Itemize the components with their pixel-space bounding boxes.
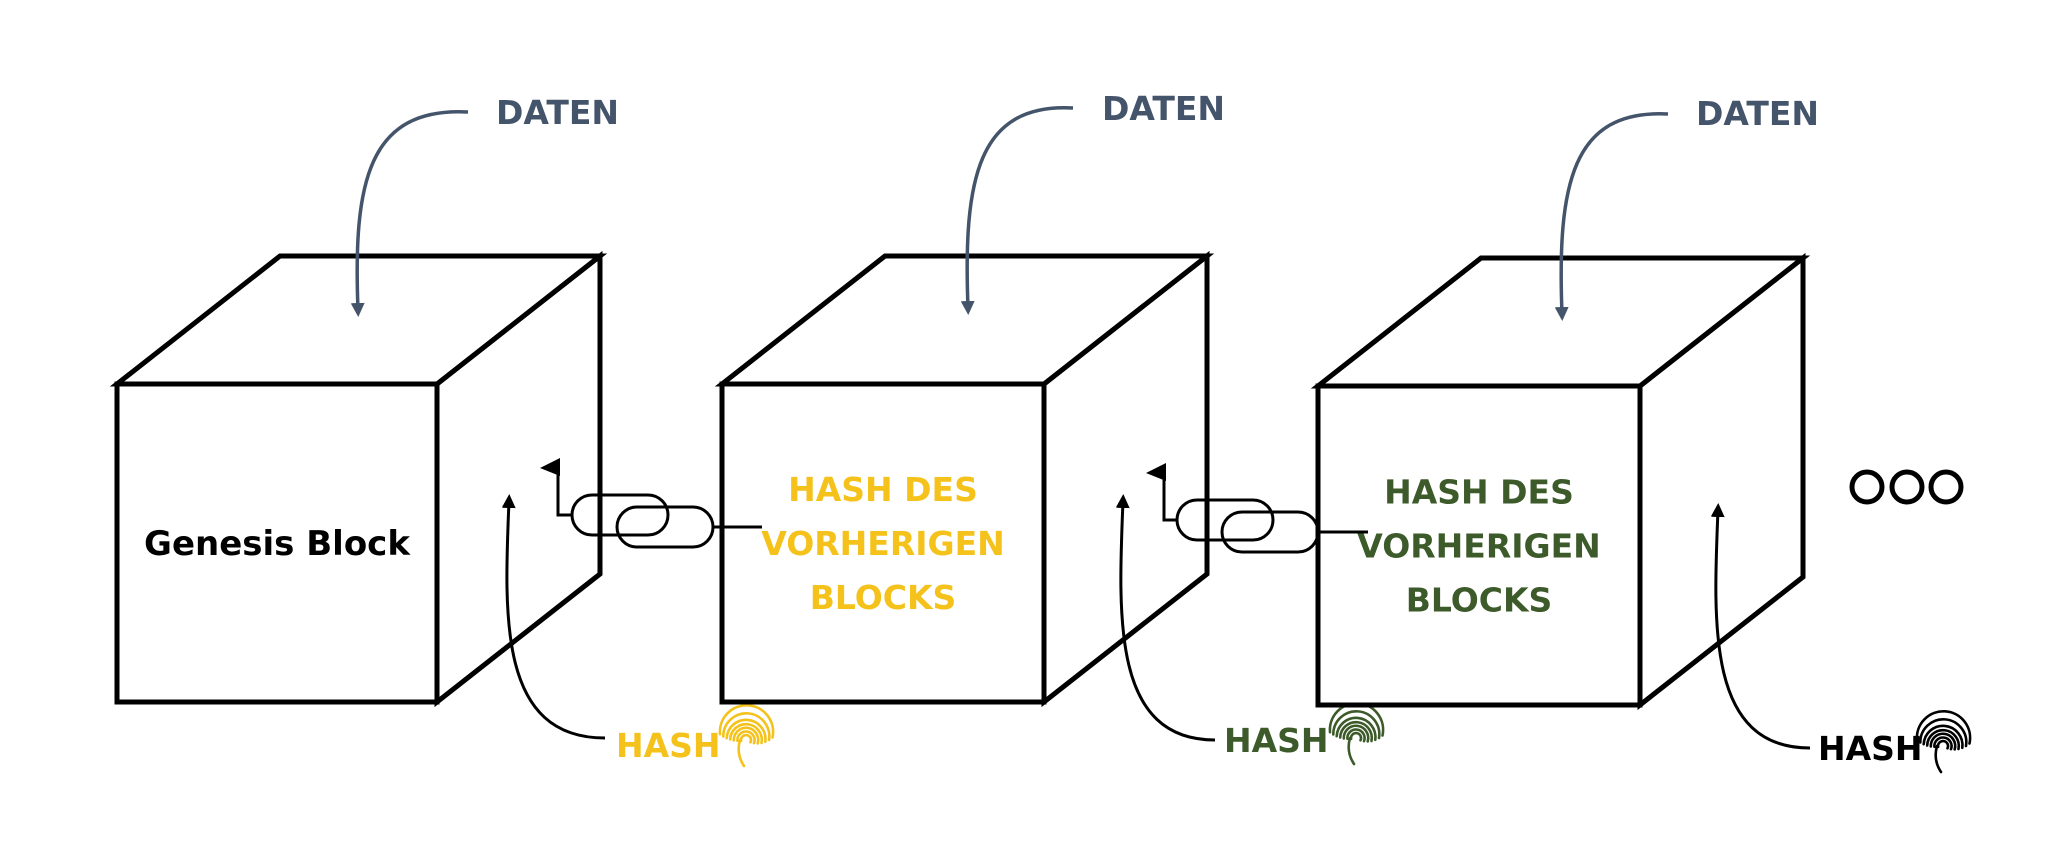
hash-arrow (501, 494, 606, 740)
daten-arrow (1554, 112, 1669, 321)
block-2: HASH DES VORHERIGEN BLOCKS DATEN HASH (714, 89, 1385, 766)
block-text-line: HASH DES (1384, 473, 1574, 512)
cube-front-face (1315, 383, 1643, 708)
fingerprint-icon (1328, 702, 1385, 766)
block-text-line: BLOCKS (810, 578, 957, 617)
fingerprint-icon (1915, 710, 1972, 774)
hash-arrow (1115, 494, 1216, 742)
block-text-line: BLOCKS (1406, 581, 1553, 620)
daten-arrow (960, 106, 1074, 315)
hash-label: HASH (1224, 721, 1329, 760)
block-text-line: VORHERIGEN (1357, 527, 1601, 566)
hash-label: HASH (1818, 729, 1923, 768)
chain-link-icon (540, 458, 762, 549)
daten-arrow (350, 110, 469, 317)
cube-front-face (719, 381, 1047, 705)
block-text-line: Genesis Block (144, 524, 411, 564)
block-1: Genesis Block DATEN HASH (109, 93, 775, 768)
ellipsis-circles-icon (1849, 469, 1964, 505)
daten-label: DATEN (496, 93, 619, 132)
fingerprint-icon (718, 704, 775, 768)
daten-label: DATEN (1102, 89, 1225, 128)
hash-label: HASH (616, 726, 721, 765)
chain-link-icon (1146, 463, 1368, 554)
daten-label: DATEN (1696, 94, 1819, 133)
block-text-line: HASH DES (788, 470, 978, 509)
cube-front-face (114, 381, 440, 705)
hash-arrow (1710, 503, 1811, 750)
block-text-line: VORHERIGEN (761, 524, 1005, 563)
block-3: HASH DES VORHERIGEN BLOCKS DATEN HASH (1310, 94, 1972, 774)
